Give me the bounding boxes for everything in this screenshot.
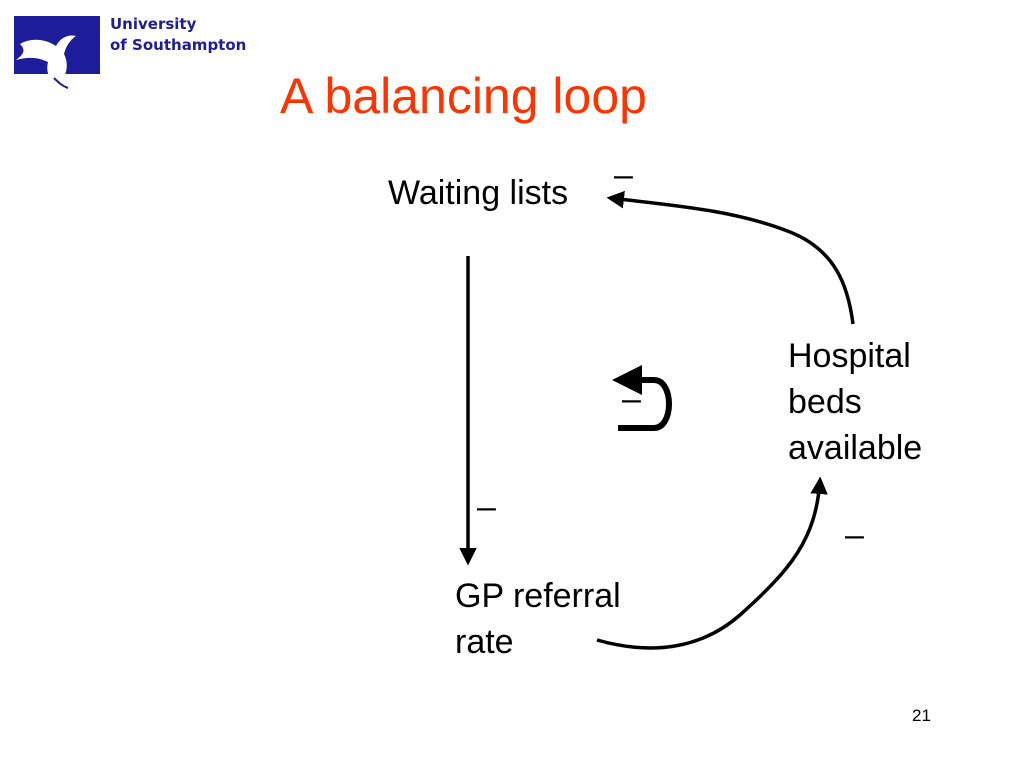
link-hospital-to-waiting xyxy=(606,190,855,325)
slide-title: A balancing loop xyxy=(280,68,647,124)
node-waiting-lists: Waiting lists xyxy=(388,170,568,216)
loop-arrow-icon xyxy=(612,365,672,431)
logo-line-1: University xyxy=(110,15,197,33)
node-gp-line-2: rate xyxy=(455,623,514,661)
node-hospital-line-2: beds xyxy=(788,383,862,421)
node-hospital-beds-available: Hospital beds available xyxy=(788,333,922,471)
logo-line-2: of Southampton xyxy=(110,36,247,54)
node-waiting-lists-label: Waiting lists xyxy=(388,174,569,212)
node-gp-line-1: GP referral xyxy=(455,577,621,615)
node-gp-referral-rate: GP referral rate xyxy=(455,573,621,665)
node-hospital-line-3: available xyxy=(788,429,923,467)
loop-polarity-sign: – xyxy=(622,380,641,418)
polarity-hospital-to-waiting: – xyxy=(614,156,633,194)
dolphin-icon xyxy=(16,35,76,94)
page-number: 21 xyxy=(912,706,931,725)
node-hospital-line-1: Hospital xyxy=(788,337,911,375)
polarity-gp-to-hospital: – xyxy=(845,516,864,554)
polarity-waiting-to-gp: – xyxy=(477,488,496,526)
university-name: University of Southampton xyxy=(110,14,246,56)
link-gp-to-hospital xyxy=(596,476,828,650)
